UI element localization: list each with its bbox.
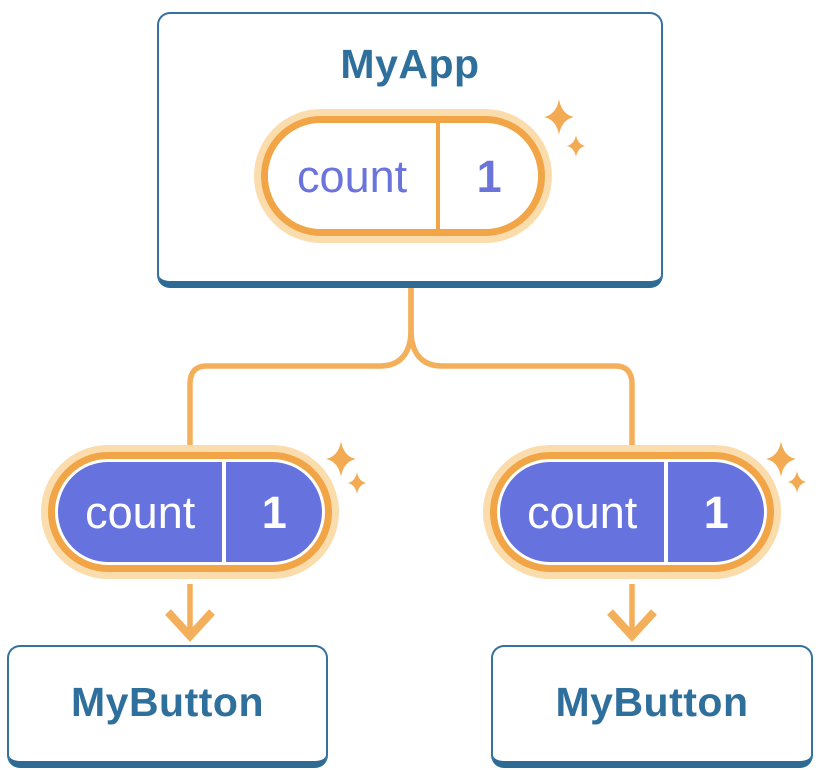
state-pill: count 1 <box>261 116 545 236</box>
mybutton-title: MyButton <box>70 678 264 725</box>
sparkle-icon <box>326 441 367 495</box>
prop-pill-right: count 1 <box>490 452 774 572</box>
myapp-title: MyApp <box>340 41 480 87</box>
prop-flow-arrow-right <box>607 584 657 642</box>
prop-name: count <box>500 462 669 562</box>
mybutton-card-right: MyButton <box>491 645 813 768</box>
prop-flow-arrow-left <box>165 584 215 642</box>
prop-pill-left: count 1 <box>48 452 332 572</box>
mybutton-title: MyButton <box>555 678 749 725</box>
myapp-card: MyApp count 1 <box>157 12 663 288</box>
branch-left-line <box>187 288 414 452</box>
state-name: count <box>268 123 441 229</box>
prop-value: 1 <box>261 486 287 538</box>
branch-right-line <box>408 288 635 452</box>
state-value: 1 <box>476 150 502 202</box>
mybutton-card-left: MyButton <box>7 645 328 768</box>
prop-value: 1 <box>703 486 729 538</box>
sparkle-icon <box>766 441 807 494</box>
prop-name: count <box>58 462 227 562</box>
